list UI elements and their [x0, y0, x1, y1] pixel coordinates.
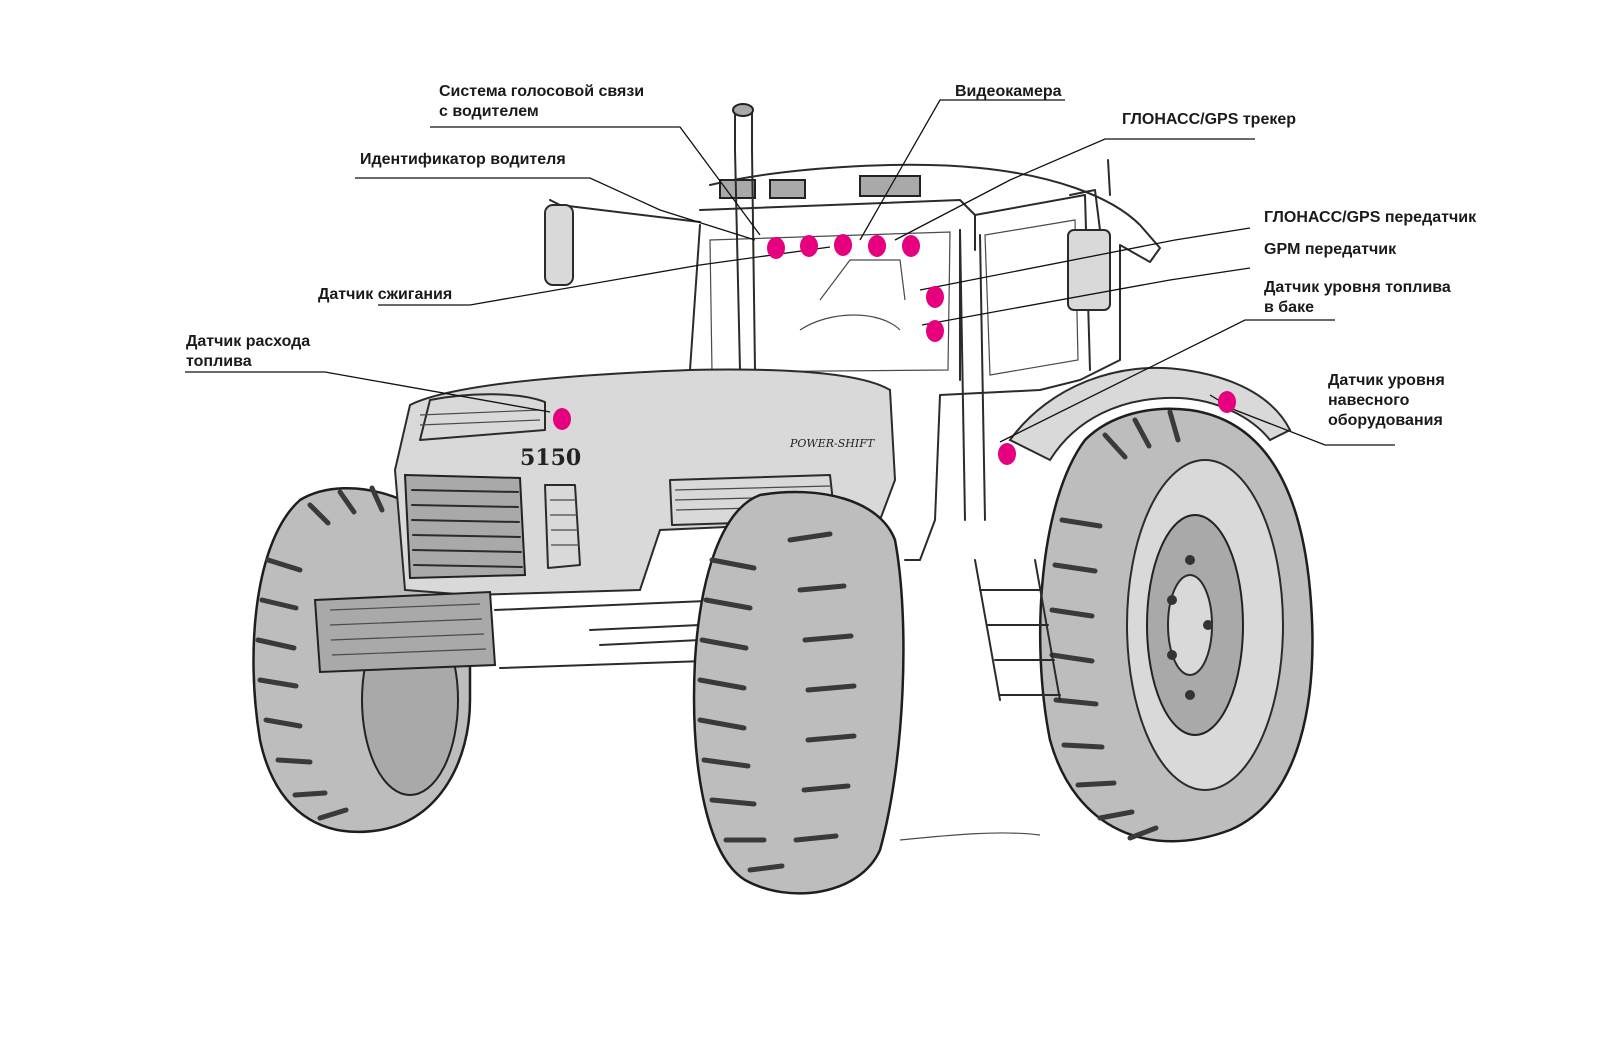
front-wheel	[692, 490, 905, 895]
leader-fuel-flow	[185, 371, 551, 413]
sensor-marker-tracker[interactable]	[902, 235, 920, 257]
label-combustion-sensor: Датчик сжигания	[318, 285, 452, 305]
sensor-markers	[553, 234, 1236, 465]
leader-combustion	[378, 246, 831, 306]
leader-driver-id	[355, 177, 756, 241]
front-weights	[313, 590, 736, 674]
label-voice-system: Система голосовой связи с водителем	[439, 82, 644, 122]
ground-line	[899, 832, 1041, 841]
leader-lines	[185, 99, 1395, 446]
label-tank-fuel-level: Датчик уровня топлива в баке	[1264, 278, 1451, 318]
sensor-marker-camera[interactable]	[868, 235, 886, 257]
cab	[544, 103, 1161, 561]
label-fuel-flow-sensor: Датчик расхода топлива	[186, 332, 310, 372]
label-line: с водителем	[439, 103, 539, 120]
sensor-marker-implement-level[interactable]	[1218, 391, 1236, 413]
label-implement-level: Датчик уровня навесного оборудования	[1328, 371, 1445, 431]
model-badge: 5150	[520, 445, 581, 471]
label-line: Датчик уровня топлива	[1264, 279, 1451, 296]
leader-tank-level	[999, 319, 1335, 443]
leader-transmitter	[919, 227, 1251, 291]
rear-fender	[1008, 366, 1292, 462]
side-badge: POWER-SHIFT	[789, 437, 876, 450]
sensor-marker-gpm[interactable]	[926, 320, 944, 342]
label-line: GPM передатчик	[1264, 241, 1397, 258]
label-glonass-tracker: ГЛОНАСС/GPS трекер	[1122, 110, 1296, 130]
label-gpm-transmitter: GPM передатчик	[1264, 240, 1396, 260]
cab-steps	[974, 559, 1061, 701]
sensor-marker-driver-id[interactable]	[767, 237, 785, 259]
label-line: навесного	[1328, 392, 1410, 409]
label-line: Видеокамера	[955, 83, 1062, 100]
label-line: ГЛОНАСС/GPS трекер	[1122, 111, 1297, 128]
label-line: Датчик уровня	[1328, 372, 1445, 389]
label-line: ГЛОНАСС/GPS передатчик	[1264, 209, 1477, 226]
rear-right-wheel	[1038, 407, 1314, 843]
leader-camera	[859, 99, 1065, 241]
sensor-marker-voice[interactable]	[800, 235, 818, 257]
label-video-camera: Видеокамера	[955, 82, 1062, 102]
sensor-marker-fuel-flow[interactable]	[553, 408, 571, 430]
label-line: оборудования	[1328, 412, 1443, 429]
label-glonass-transmitter: ГЛОНАСС/GPS передатчик	[1264, 208, 1476, 228]
sensor-marker-transmitter[interactable]	[926, 286, 944, 308]
label-line: Система голосовой связи	[439, 83, 645, 100]
leader-voice	[430, 126, 761, 236]
sensor-marker-tank-level[interactable]	[998, 443, 1016, 465]
sensor-marker-combustion[interactable]	[834, 234, 852, 256]
label-line: Идентификатор водителя	[360, 151, 566, 168]
label-line: топлива	[186, 353, 252, 370]
label-driver-id: Идентификатор водителя	[360, 150, 566, 170]
label-line: Датчик сжигания	[318, 286, 453, 303]
leader-gpm	[921, 267, 1251, 326]
label-line: Датчик расхода	[186, 333, 311, 350]
leader-tracker	[894, 138, 1255, 241]
label-line: в баке	[1264, 299, 1314, 316]
